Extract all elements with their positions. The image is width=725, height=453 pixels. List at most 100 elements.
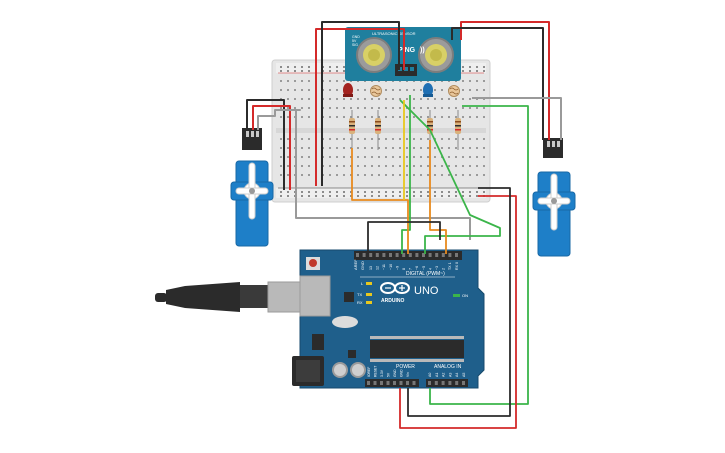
breadboard-hole [308, 195, 310, 197]
breadboard-hole [434, 174, 436, 176]
breadboard-hole [427, 98, 429, 100]
breadboard-hole [399, 98, 401, 100]
breadboard-hole [280, 147, 282, 149]
wire-servo-left-red [252, 105, 291, 190]
breadboard-hole [483, 116, 485, 118]
resistor-band [455, 129, 461, 131]
breadboard-hole [343, 116, 345, 118]
breadboard-hole [364, 98, 366, 100]
breadboard-hole [357, 138, 359, 140]
breadboard-hole [350, 195, 352, 197]
photoresistor-left [370, 85, 382, 97]
breadboard-hole [476, 138, 478, 140]
breadboard-hole [364, 107, 366, 109]
header-pin [434, 381, 438, 385]
breadboard-hole [413, 116, 415, 118]
breadboard-hole [301, 191, 303, 193]
breadboard-hole [378, 174, 380, 176]
breadboard-hole [343, 138, 345, 140]
breadboard-hole [399, 89, 401, 91]
breadboard-hole [294, 98, 296, 100]
breadboard-hole [448, 156, 450, 158]
breadboard-hole [469, 70, 471, 72]
breadboard-hole [336, 195, 338, 197]
breadboard-hole [476, 174, 478, 176]
resistor-band [375, 121, 381, 123]
breadboard-hole [336, 138, 338, 140]
digital-pin-label: TX 1 [448, 262, 452, 270]
breadboard-hole [455, 98, 457, 100]
breadboard-hole [308, 147, 310, 149]
led-l-label: L [361, 281, 364, 286]
breadboard-hole [420, 174, 422, 176]
breadboard-hole [427, 174, 429, 176]
breadboard-hole [350, 138, 352, 140]
breadboard-hole [385, 147, 387, 149]
arduino-model-label: UNO [414, 285, 439, 297]
breadboard-hole [462, 147, 464, 149]
breadboard-hole [392, 165, 394, 167]
breadboard-hole [448, 147, 450, 149]
breadboard-hole [427, 138, 429, 140]
breadboard-hole [280, 107, 282, 109]
breadboard-hole [378, 116, 380, 118]
breadboard-hole [434, 147, 436, 149]
breadboard-hole [371, 191, 373, 193]
breadboard-hole [280, 80, 282, 82]
breadboard-hole [336, 98, 338, 100]
breadboard-hole [371, 156, 373, 158]
breadboard-hole [280, 116, 282, 118]
breadboard-hole [280, 89, 282, 91]
breadboard-hole [434, 156, 436, 158]
breadboard-hole [455, 156, 457, 158]
breadboard-hole [420, 107, 422, 109]
breadboard-hole [301, 156, 303, 158]
breadboard-hole [399, 138, 401, 140]
breadboard-hole [336, 174, 338, 176]
header-pin [382, 253, 386, 257]
breadboard-hole [280, 66, 282, 68]
breadboard-hole [287, 156, 289, 158]
breadboard-hole [308, 98, 310, 100]
breadboard-hole [448, 174, 450, 176]
breadboard-hole [483, 107, 485, 109]
breadboard-hole [420, 156, 422, 158]
breadboard-hole [301, 165, 303, 167]
breadboard-hole [301, 116, 303, 118]
breadboard-hole [455, 174, 457, 176]
breadboard-hole [371, 195, 373, 197]
breadboard-hole [294, 70, 296, 72]
breadboard-hole [308, 70, 310, 72]
breadboard-hole [364, 195, 366, 197]
digital-pin-label: 4 [428, 268, 432, 270]
breadboard-hole [399, 116, 401, 118]
breadboard-hole [287, 138, 289, 140]
breadboard-hole [287, 70, 289, 72]
breadboard-hole [385, 98, 387, 100]
breadboard-hole [441, 116, 443, 118]
red-led [343, 83, 353, 97]
breadboard-hole [462, 138, 464, 140]
breadboard-hole [455, 165, 457, 167]
breadboard-hole [413, 174, 415, 176]
wire-green-a [399, 99, 501, 254]
breadboard-hole [350, 174, 352, 176]
digital-pin-label: ~11 [382, 264, 386, 270]
breadboard-hole [343, 195, 345, 197]
digital-header-label: DIGITAL (PWM~) [406, 271, 445, 277]
breadboard-hole [392, 191, 394, 193]
breadboard-hole [378, 156, 380, 158]
breadboard-hole [413, 98, 415, 100]
digital-pin-label: ~9 [395, 266, 399, 270]
breadboard-hole [483, 70, 485, 72]
breadboard-hole [455, 195, 457, 197]
header-pins [356, 253, 465, 385]
breadboard-hole [392, 174, 394, 176]
reset-button[interactable] [309, 259, 317, 267]
breadboard-hole [441, 165, 443, 167]
breadboard-hole [336, 156, 338, 158]
breadboard-hole [329, 66, 331, 68]
